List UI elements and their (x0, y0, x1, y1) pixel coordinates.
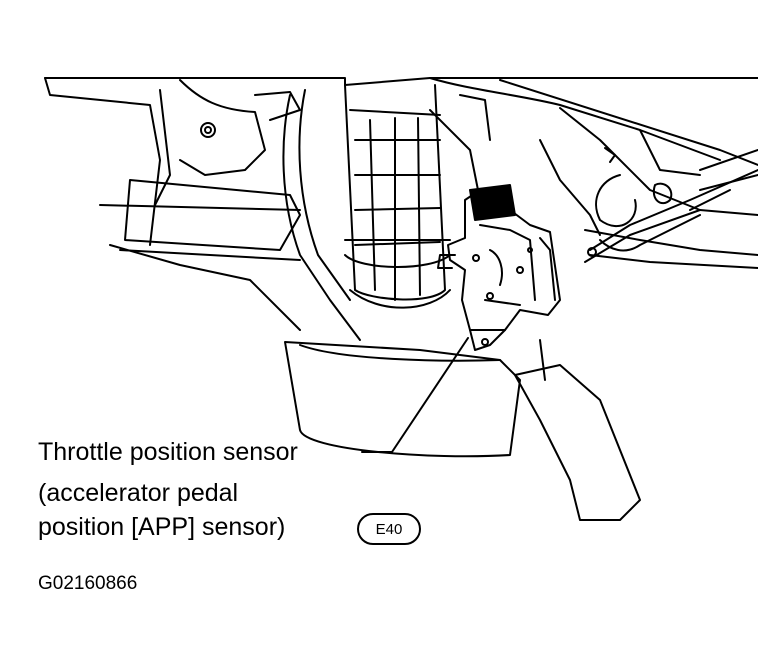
callout-leader-line (361, 337, 469, 453)
callout-line-3: position [APP] sensor) (38, 513, 286, 541)
wire-harness (584, 149, 758, 263)
dash-panel (44, 77, 758, 269)
connector-badge: E40 (357, 513, 421, 545)
accelerator-pedal (284, 339, 641, 521)
figure-id: G02160866 (38, 573, 138, 594)
callout-line-1: Throttle position sensor (38, 438, 298, 466)
callout-line-2: (accelerator pedal (38, 479, 239, 507)
app-sensor (437, 184, 561, 351)
floor-panel (99, 89, 481, 341)
steering-column (344, 84, 491, 309)
